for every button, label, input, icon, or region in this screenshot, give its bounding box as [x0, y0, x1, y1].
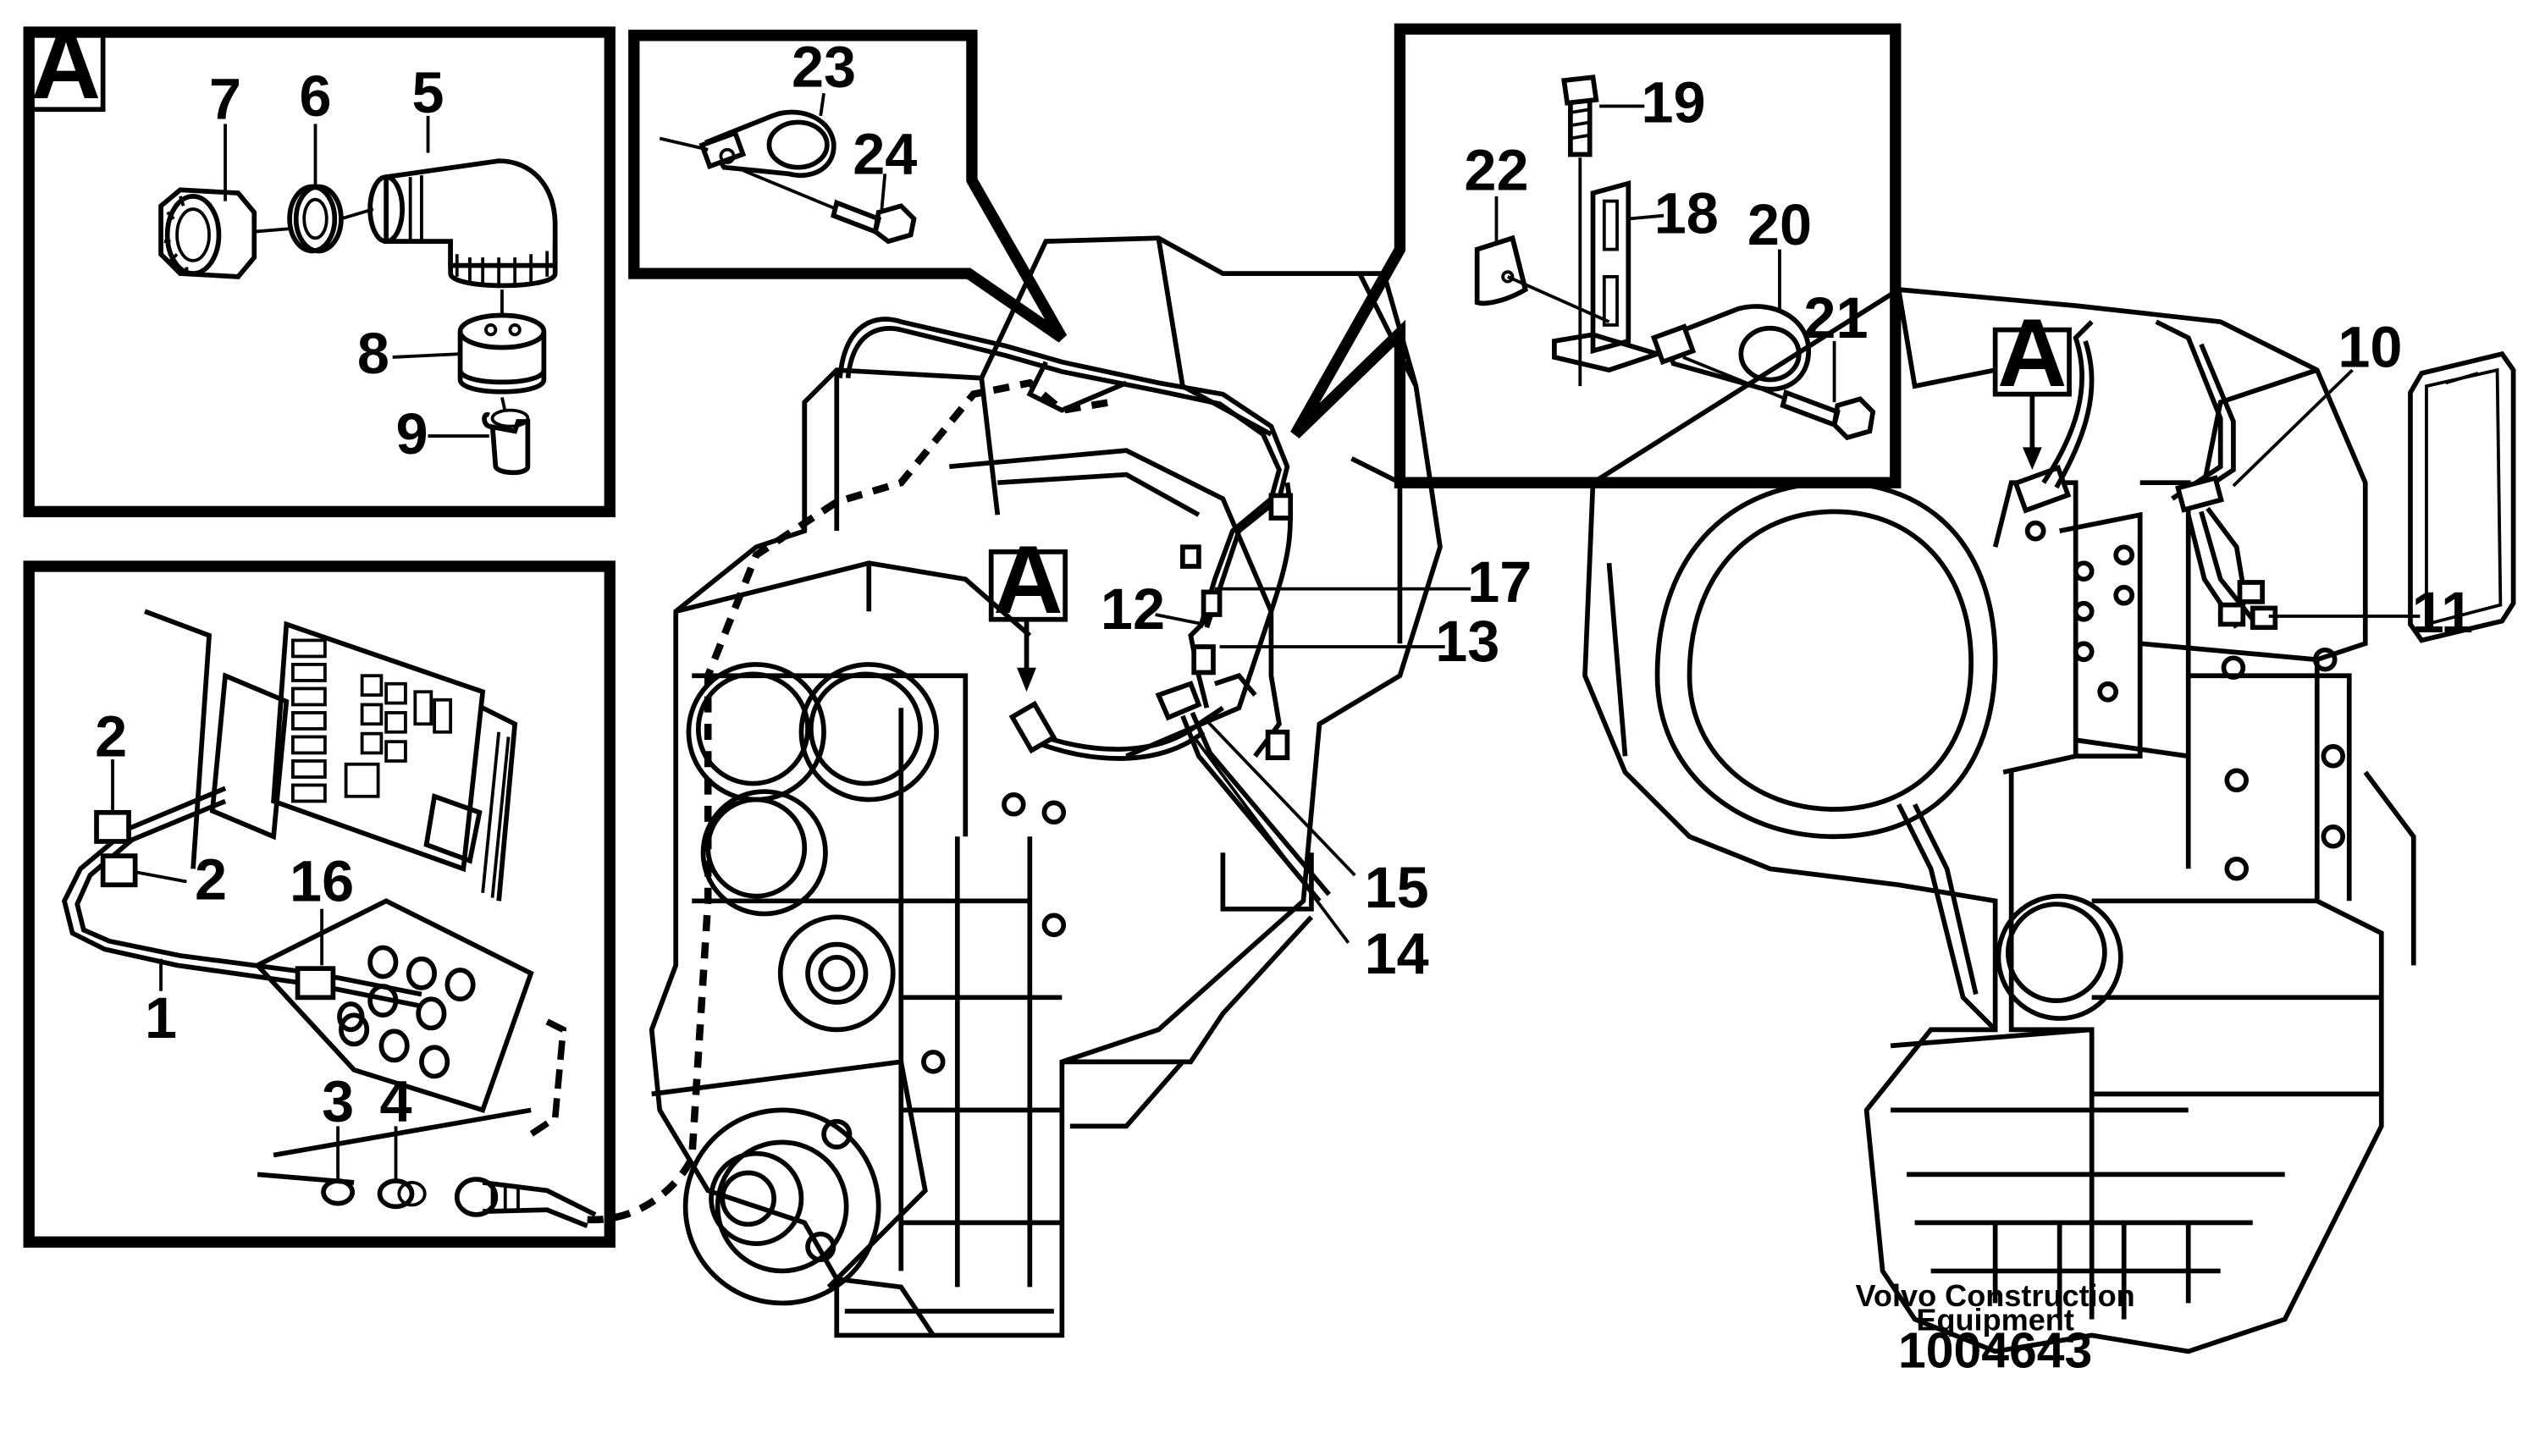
cab-electrical-panel: [144, 609, 518, 902]
callout-5: 5: [412, 61, 444, 125]
detail-tag-box-top-left: A: [26, 12, 106, 119]
detail-tag-left-transmission: A: [988, 527, 1068, 692]
part-22-clip: [1474, 234, 1610, 323]
detail-tag-text: A: [31, 12, 101, 119]
bulkhead-dashed-bracket: [529, 1018, 567, 1138]
callout-24: 24: [853, 122, 917, 186]
left-wiring-harness: [837, 317, 1332, 903]
callout-4: 4: [380, 1070, 412, 1134]
detail-box-fittings: [23, 26, 616, 518]
callout-23: 23: [792, 36, 856, 100]
control-unit-cover: [2408, 350, 2516, 643]
part-7-hex-nut: [158, 187, 257, 279]
callout-8: 8: [357, 322, 389, 386]
detail-box-cable-clamp: [628, 30, 1068, 343]
callout-numbers: 1 2 2 3 4 5 6 7 8 9 10 11 12 13 14 15 16…: [95, 36, 2473, 1134]
callout-7: 7: [209, 68, 241, 132]
part-18-bracket: [1552, 179, 1665, 373]
callout-17: 17: [1467, 550, 1532, 615]
callout-9: 9: [396, 402, 428, 466]
detail-tag-right-transmission: A: [1992, 300, 2072, 470]
callout-18: 18: [1654, 182, 1719, 246]
cab-harness-cable: [61, 786, 422, 1008]
part-23-cable-clamp: [659, 109, 836, 179]
callout-1: 1: [145, 986, 177, 1051]
callout-2-lower: 2: [195, 847, 227, 912]
callout-19: 19: [1641, 70, 1705, 135]
callout-11: 11: [2412, 581, 2473, 645]
callout-14: 14: [1365, 922, 1429, 986]
callout-20: 20: [1747, 193, 1812, 257]
right-transmission-housing: [1582, 287, 2416, 1354]
leader-lines: [111, 92, 2421, 1183]
part-9-pin: [482, 408, 531, 476]
detail-tag-text: A: [993, 527, 1063, 634]
part-21-bolt: [1682, 356, 1876, 441]
callout-3: 3: [322, 1070, 354, 1134]
detail-fittings-connectors: [254, 207, 507, 412]
callout-6: 6: [299, 64, 331, 129]
callout-15: 15: [1365, 856, 1429, 920]
part-6-o-ring: [287, 184, 344, 254]
part-5-elbow-connector: [367, 158, 558, 289]
part-20-cable-clamp: [1650, 304, 1812, 392]
callout-22: 22: [1464, 138, 1528, 202]
bulkhead-plate: [253, 898, 534, 1113]
credit-line-2: Equipment: [1916, 1303, 2073, 1337]
detail-tag-text: A: [1997, 300, 2067, 407]
detail-box-bracket: [1290, 23, 1902, 488]
callout-21: 21: [1803, 286, 1868, 350]
callout-13: 13: [1435, 609, 1499, 674]
dashed-routing-line: [587, 378, 1112, 1224]
credit-line-1: Volvo Construction: [1856, 1278, 2135, 1313]
cab-panel-fuses: [290, 638, 511, 898]
right-transmission-details: [1996, 464, 2345, 1021]
document-number: 1004643: [1898, 1323, 2092, 1378]
detail-box-cab-harness: [23, 560, 616, 1248]
right-wiring-harness: [2041, 319, 2278, 631]
callout-2-upper: 2: [95, 704, 127, 769]
part-19-bolt: [1561, 74, 1599, 387]
left-gear-covers: [651, 662, 1067, 1306]
callout-16: 16: [290, 849, 354, 913]
callout-12: 12: [1101, 577, 1165, 642]
callout-10: 10: [2338, 315, 2402, 379]
part-24-bolt: [743, 168, 917, 245]
part-8-plug: [457, 312, 547, 394]
